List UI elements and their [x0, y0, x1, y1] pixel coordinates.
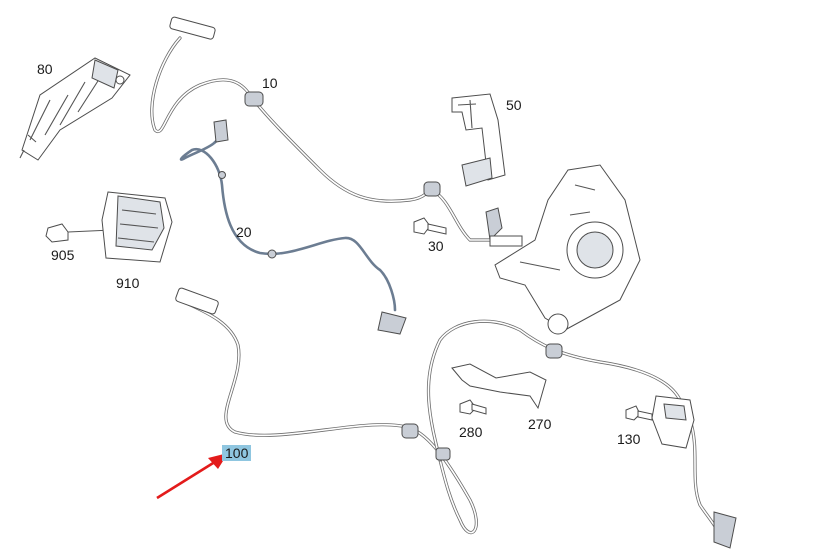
part-130-sensor[interactable]: [625, 395, 695, 449]
part-30-bolt[interactable]: [413, 217, 447, 235]
callout-50[interactable]: 50: [506, 97, 522, 113]
wheel-speed-sensor[interactable]: [485, 207, 523, 247]
part-910-control-module[interactable]: [101, 191, 173, 263]
callout-910[interactable]: 910: [116, 275, 140, 291]
callout-10[interactable]: 10: [262, 75, 278, 91]
callout-80[interactable]: 80: [37, 61, 53, 77]
callout-20[interactable]: 20: [236, 224, 252, 240]
highlight-arrow: [156, 453, 228, 500]
part-80-bracket[interactable]: [19, 57, 131, 161]
part-270-bracket[interactable]: [451, 363, 547, 410]
callout-905[interactable]: 905: [51, 247, 75, 263]
part-20-sensor-cable[interactable]: [179, 119, 407, 335]
part-280-bolt[interactable]: [459, 399, 487, 415]
part-50-bracket[interactable]: [451, 93, 506, 187]
part-100-wire-harness[interactable]: [175, 287, 737, 549]
callout-270[interactable]: 270: [528, 416, 552, 432]
part-905-connector[interactable]: [45, 223, 113, 243]
part-10-wire-harness[interactable]: [150, 16, 492, 242]
callout-280[interactable]: 280: [459, 424, 483, 440]
wheel-knuckle: [494, 164, 641, 335]
callout-30[interactable]: 30: [428, 238, 444, 254]
callout-130[interactable]: 130: [617, 431, 641, 447]
callout-100-highlighted[interactable]: 100: [222, 445, 252, 461]
